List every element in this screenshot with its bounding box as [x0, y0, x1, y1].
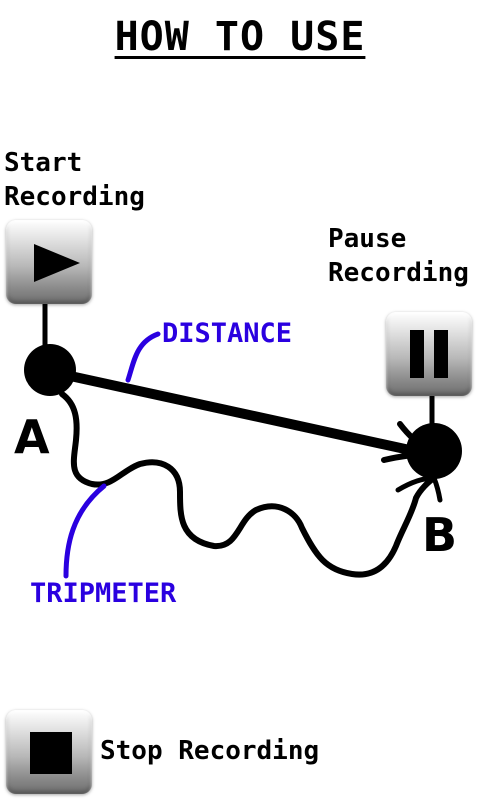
pause-icon — [410, 330, 448, 378]
distance-label: DISTANCE — [162, 318, 293, 349]
stop-icon — [30, 732, 72, 774]
tripmeter-label: TRIPMETER — [30, 578, 177, 609]
tripmeter-arrowhead — [395, 475, 443, 503]
point-b-marker — [406, 423, 462, 479]
page-title: HOW TO USE — [114, 14, 366, 60]
distance-pointer — [125, 331, 161, 383]
point-a-label: A — [14, 410, 50, 464]
pause-recording-label: Pause Recording — [328, 222, 469, 290]
start-recording-button[interactable] — [6, 220, 92, 304]
stop-recording-button[interactable] — [6, 710, 92, 794]
play-icon — [34, 244, 80, 282]
distance-arrowhead — [381, 421, 435, 463]
distance-line — [47, 367, 433, 459]
tripmeter-pointer — [63, 483, 107, 579]
pause-recording-label-line1: Pause — [328, 224, 407, 254]
start-recording-label-line1: Start — [4, 148, 83, 178]
start-recording-label-line2: Recording — [4, 182, 145, 212]
stop-recording-label: Stop Recording — [100, 736, 320, 766]
point-b-label: B — [422, 508, 458, 562]
pause-recording-button[interactable] — [386, 312, 472, 396]
start-recording-label: Start Recording — [4, 146, 145, 214]
tripmeter-path — [59, 391, 437, 578]
pause-recording-label-line2: Recording — [328, 258, 469, 288]
point-a-marker — [24, 344, 76, 396]
